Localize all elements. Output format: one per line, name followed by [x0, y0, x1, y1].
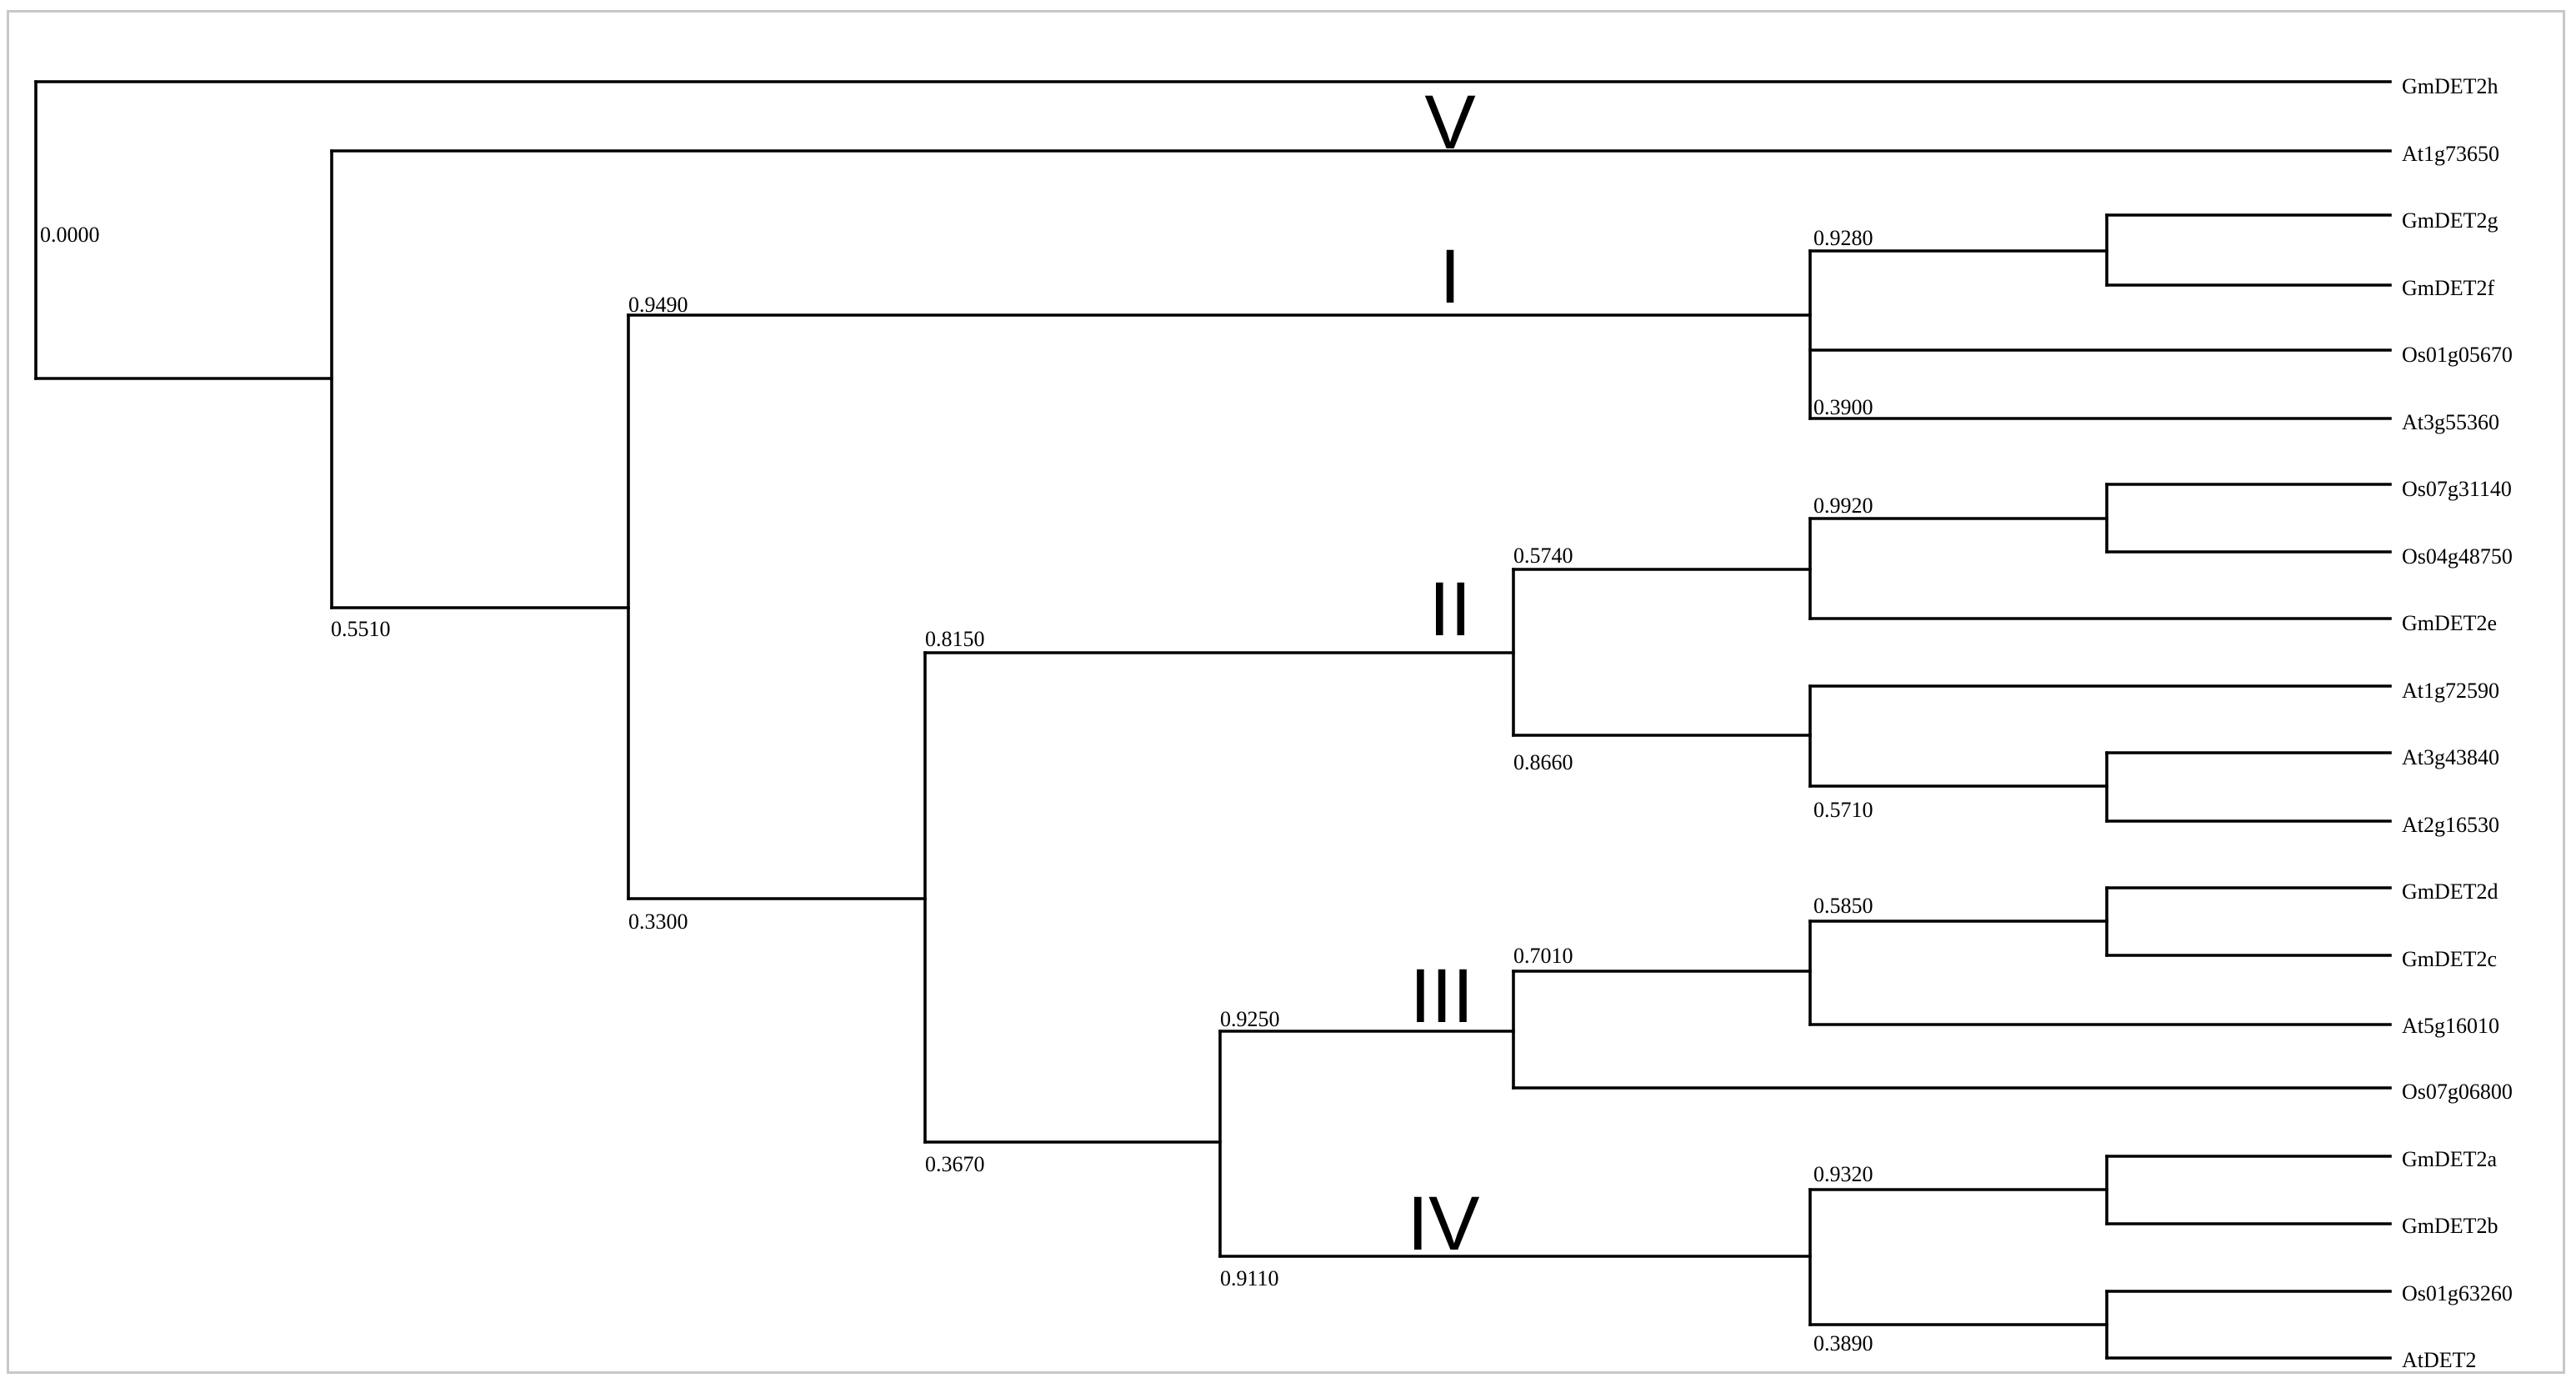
- support-value: 0.3900: [1813, 395, 1873, 419]
- support-value: 0.9110: [1220, 1266, 1279, 1290]
- leaf-label: Os07g06800: [2402, 1080, 2513, 1104]
- leaf-label: Os01g63260: [2402, 1281, 2513, 1305]
- leaf-label: At1g73650: [2402, 142, 2499, 166]
- leaf-label: Os07g31140: [2402, 477, 2512, 501]
- leaf-label: GmDET2g: [2402, 208, 2498, 233]
- leaf-label: GmDET2c: [2402, 947, 2497, 971]
- clade-labels: V I II III IV: [1408, 80, 1480, 1266]
- leaf-label: Os04g48750: [2402, 544, 2513, 569]
- leaf-label: AtDET2: [2402, 1348, 2477, 1372]
- clade-label-ii: II: [1428, 567, 1471, 652]
- support-value: 0.9490: [628, 293, 688, 317]
- support-value: 0.9320: [1813, 1162, 1873, 1186]
- support-value: 0.7010: [1513, 944, 1573, 968]
- support-value: 0.3300: [628, 909, 688, 934]
- support-value: 0.5710: [1813, 798, 1873, 822]
- clade-label-iv: IV: [1408, 1181, 1480, 1266]
- support-value: 0.9250: [1220, 1007, 1280, 1031]
- leaf-labels: GmDET2h At1g73650 GmDET2g GmDET2f Os01g0…: [2402, 74, 2513, 1372]
- leaf-label: At5g16010: [2402, 1014, 2499, 1038]
- leaf-label: GmDET2h: [2402, 74, 2498, 98]
- clade-label-iii: III: [1410, 954, 1474, 1039]
- support-value: 0.8150: [925, 627, 985, 651]
- leaf-label: At2g16530: [2402, 813, 2499, 837]
- support-value: 0.3890: [1813, 1331, 1873, 1355]
- support-values: 0.0000 0.5510 0.9490 0.3300 0.9280 0.390…: [40, 223, 1873, 1355]
- support-value: 0.9280: [1813, 226, 1873, 250]
- leaf-label: GmDET2a: [2402, 1147, 2498, 1171]
- leaf-label: GmDET2b: [2402, 1214, 2498, 1238]
- support-value: 0.9920: [1813, 494, 1873, 518]
- support-value: 0.3670: [925, 1152, 985, 1176]
- leaf-label: GmDET2f: [2402, 276, 2495, 300]
- clade-label-v: V: [1424, 80, 1475, 165]
- leaf-label: At3g43840: [2402, 745, 2499, 769]
- leaf-label: At3g55360: [2402, 410, 2499, 434]
- support-value: 0.5850: [1813, 894, 1873, 918]
- support-value: 0.5740: [1513, 544, 1573, 568]
- support-value: 0.0000: [40, 223, 100, 247]
- tree-frame: [7, 10, 2565, 1374]
- support-value: 0.5510: [331, 617, 391, 641]
- leaf-label: GmDET2d: [2402, 879, 2498, 904]
- clade-label-i: I: [1439, 234, 1461, 319]
- leaf-label: At1g72590: [2402, 679, 2499, 703]
- leaf-label: GmDET2e: [2402, 611, 2497, 635]
- leaf-label: Os01g05670: [2402, 343, 2513, 367]
- tree-branches: [34, 80, 2392, 1360]
- support-value: 0.8660: [1513, 750, 1573, 774]
